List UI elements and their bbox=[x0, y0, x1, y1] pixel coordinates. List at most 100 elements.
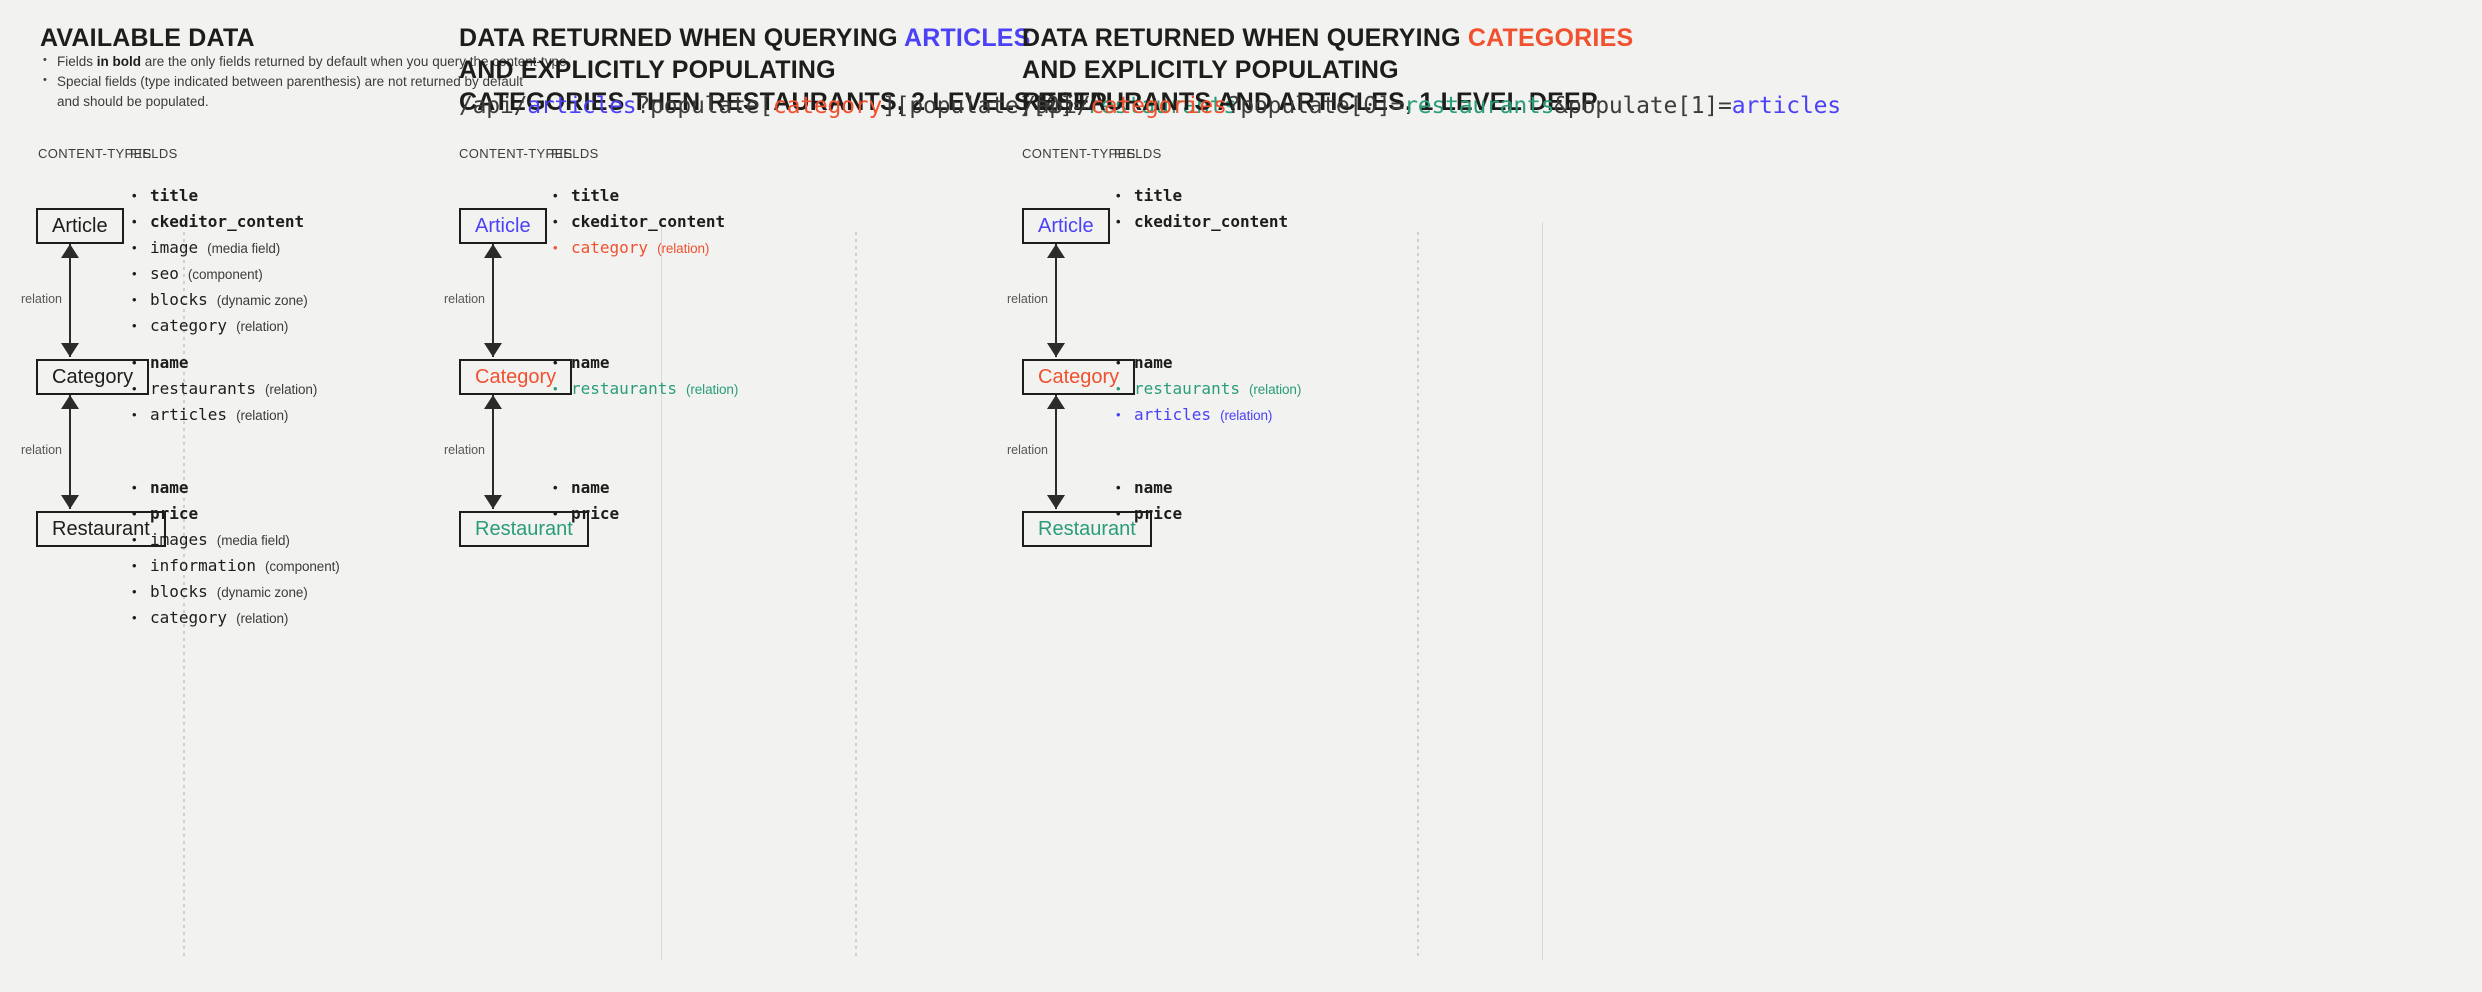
heading-line: AND EXPLICITLY POPULATING bbox=[1022, 54, 1633, 86]
field-row: restaurants (relation) bbox=[130, 376, 317, 402]
field-row: title bbox=[1114, 183, 1288, 209]
relation-connector bbox=[1055, 395, 1057, 509]
field-row: articles (relation) bbox=[130, 402, 317, 428]
field-name: price bbox=[1134, 504, 1183, 523]
field-name: name bbox=[150, 353, 189, 372]
field-row: category(relation) bbox=[130, 313, 308, 339]
panel-separator-1 bbox=[661, 222, 662, 960]
field-row: price bbox=[551, 501, 619, 527]
entity-box-restaurant[interactable]: Restaurant bbox=[459, 511, 589, 547]
arrowhead-down-icon bbox=[61, 495, 79, 509]
relation-label: relation bbox=[1007, 291, 1048, 306]
field-row: restaurants (relation) bbox=[551, 376, 738, 402]
field-name: title bbox=[1134, 186, 1183, 205]
entity-box-article[interactable]: Article bbox=[1022, 208, 1110, 244]
field-type: (dynamic zone) bbox=[216, 585, 308, 600]
relation-connector bbox=[1055, 244, 1057, 357]
field-name: name bbox=[1134, 353, 1173, 372]
legend-bullet: Fields in bold are the only fields retur… bbox=[40, 51, 570, 71]
field-list-category: name restaurants (relation) articles (relati… bbox=[130, 350, 317, 428]
arrowhead-down-icon bbox=[1047, 495, 1065, 509]
field-row: category(relation) bbox=[130, 605, 340, 631]
entity-label: Restaurant bbox=[1038, 518, 1136, 540]
field-row: restaurants(relation) bbox=[1114, 376, 1301, 402]
field-row: category (relation) bbox=[551, 235, 725, 261]
field-type: (relation) bbox=[657, 241, 710, 256]
heading-segment: AND EXPLICITLY POPULATING bbox=[1022, 56, 1399, 84]
entity-label: Restaurant bbox=[475, 518, 573, 540]
url-segment: category bbox=[772, 93, 883, 119]
field-row: ckeditor_content bbox=[1114, 209, 1288, 235]
entity-label: Category bbox=[1038, 366, 1120, 388]
heading-segment: AVAILABLE DATA bbox=[40, 24, 255, 52]
field-name: category bbox=[571, 238, 649, 257]
field-list-article: titleckeditor_contentimage(media field)s… bbox=[130, 183, 308, 339]
field-name: restaurants bbox=[571, 379, 677, 398]
field-type: (dynamic zone) bbox=[216, 293, 308, 308]
field-type: (relation) bbox=[1220, 408, 1273, 423]
entity-label: Category bbox=[52, 366, 134, 388]
field-row: information(component) bbox=[130, 553, 340, 579]
heading-line: AVAILABLE DATA bbox=[40, 22, 255, 54]
field-type: (relation) bbox=[685, 382, 739, 397]
api-url: /api/categories?populate[0]=restaurants&… bbox=[1022, 92, 1841, 120]
entity-box-article[interactable]: Article bbox=[36, 208, 124, 244]
bullet-emphasis: in bold bbox=[96, 54, 142, 69]
relation-label: relation bbox=[444, 443, 485, 457]
field-list-category: namerestaurants(relation)articles(relati… bbox=[1114, 350, 1301, 428]
arrowhead-up-icon bbox=[484, 244, 502, 258]
field-name: blocks bbox=[150, 582, 208, 601]
entity-box-restaurant[interactable]: Restaurant bbox=[1022, 511, 1152, 547]
field-type: (relation) bbox=[264, 382, 318, 397]
arrowhead-up-icon bbox=[61, 395, 79, 409]
url-segment: /api/ bbox=[1022, 93, 1091, 119]
field-row: name bbox=[130, 475, 340, 501]
relation-connector bbox=[69, 244, 71, 357]
panel-heading: AVAILABLE DATA bbox=[40, 22, 255, 54]
arrowhead-down-icon bbox=[61, 343, 79, 357]
dotted-divider bbox=[1417, 232, 1419, 960]
arrowhead-down-icon bbox=[1047, 343, 1065, 357]
fields-header: FIELDS bbox=[130, 146, 178, 161]
field-name: information bbox=[150, 556, 256, 575]
field-name: articles bbox=[150, 405, 228, 424]
heading-segment: CATEGORIES bbox=[1467, 24, 1634, 52]
field-name: name bbox=[571, 478, 610, 497]
field-list-category: name restaurants (relation) bbox=[551, 350, 738, 402]
field-name: images bbox=[150, 530, 208, 549]
heading-line: DATA RETURNED WHEN QUERYING ARTICLES bbox=[459, 22, 1107, 54]
field-name: ckeditor_content bbox=[150, 212, 305, 231]
url-segment: categories bbox=[1090, 93, 1227, 119]
fields-header: FIELDS bbox=[551, 146, 599, 161]
field-name: category bbox=[150, 608, 228, 627]
field-name: price bbox=[571, 504, 620, 523]
content-types-header: CONTENT-TYPES bbox=[459, 146, 573, 161]
legend-bullet: Special fields (type indicated between p… bbox=[40, 71, 570, 91]
field-row: name bbox=[130, 350, 317, 376]
relation-label: relation bbox=[21, 291, 62, 306]
entity-box-article[interactable]: Article bbox=[459, 208, 547, 244]
field-name: name bbox=[150, 478, 189, 497]
fields-header: FIELDS bbox=[1114, 146, 1162, 161]
field-row: images (media field) bbox=[130, 527, 340, 553]
field-list-restaurant: name price bbox=[1114, 475, 1182, 527]
field-row: title bbox=[130, 183, 308, 209]
url-segment: ?populate[ bbox=[636, 93, 773, 119]
field-name: price bbox=[150, 504, 199, 523]
field-type: (media field) bbox=[216, 533, 290, 548]
field-row: name bbox=[551, 350, 738, 376]
field-list-restaurant: name price bbox=[551, 475, 619, 527]
legend-bullet: and should be populated. bbox=[57, 94, 209, 109]
field-name: seo bbox=[150, 264, 179, 283]
field-row: blocks(dynamic zone) bbox=[130, 287, 308, 313]
url-segment: restaurants bbox=[1086, 93, 1237, 119]
field-type: (relation) bbox=[236, 408, 289, 423]
legend-bullets: Fields in bold are the only fields retur… bbox=[40, 51, 570, 112]
url-segment: articles bbox=[527, 93, 637, 119]
dotted-divider bbox=[855, 232, 857, 960]
field-row: name bbox=[1114, 475, 1182, 501]
field-name: restaurants bbox=[150, 379, 256, 398]
field-name: restaurants bbox=[1134, 379, 1240, 398]
